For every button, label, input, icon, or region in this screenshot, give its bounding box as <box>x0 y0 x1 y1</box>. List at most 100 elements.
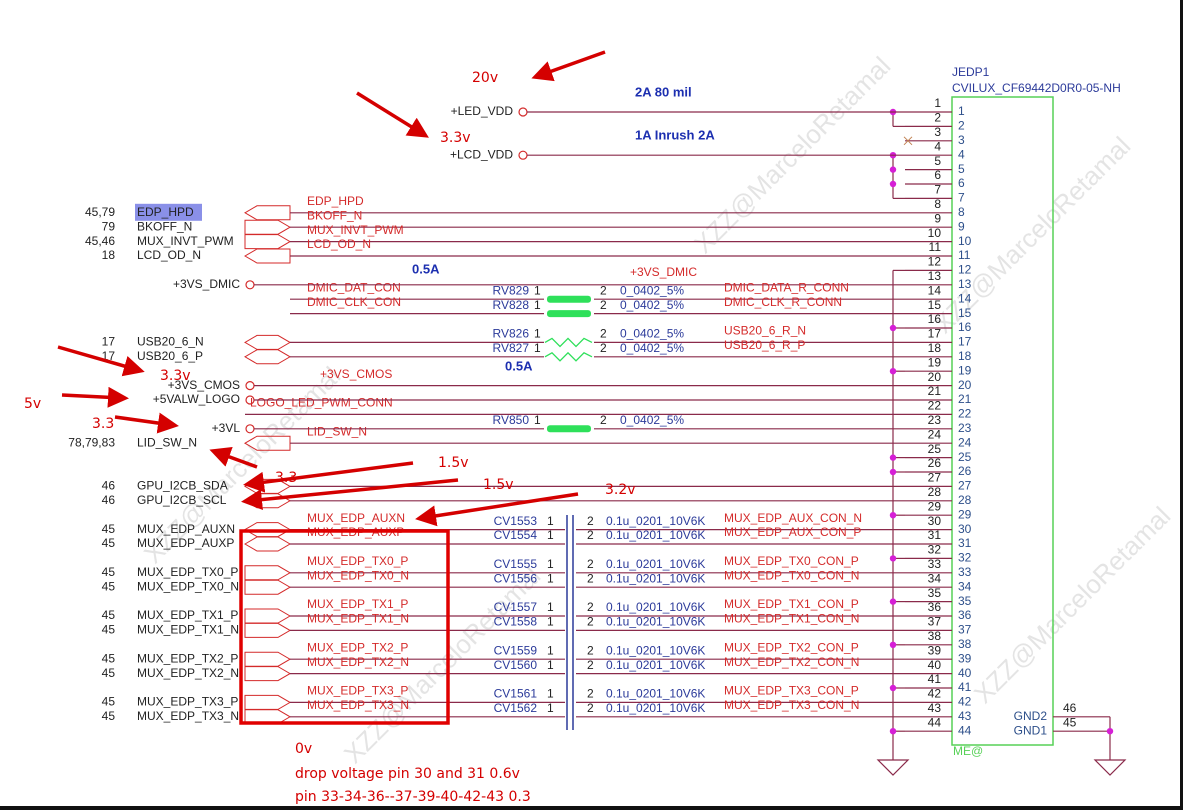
capacitor-gap <box>565 671 576 676</box>
sheet-reference: 45 <box>102 522 116 536</box>
resistor-body-icon <box>547 425 591 433</box>
sheet-reference: 45,79 <box>85 205 115 219</box>
junction-dot <box>889 555 897 562</box>
pin-number-inner: 38 <box>958 637 972 651</box>
capacitor-output-net: MUX_EDP_TX3_CON_N <box>724 698 859 712</box>
connector-body <box>951 96 1054 746</box>
net-name: GPU_I2CB_SDA <box>137 479 228 493</box>
pin-number-inner: 18 <box>958 349 972 363</box>
junction-dot <box>889 468 897 476</box>
capacitor-output-net: MUX_EDP_AUX_CON_P <box>724 525 861 539</box>
current-note: 0.5A <box>505 358 533 373</box>
junction-dot <box>889 512 897 519</box>
pin-number-inner: 30 <box>958 522 972 536</box>
pin-number-outer: 39 <box>928 643 942 657</box>
resistor-value: 0_0402_5% <box>620 283 684 297</box>
resistor-pin-1: 1 <box>534 413 541 427</box>
resistor-body-icon <box>547 295 591 303</box>
junction-dot <box>889 728 897 735</box>
pin-number-outer: 1 <box>934 96 941 110</box>
net-name: GPU_I2CB_SCL <box>137 493 227 507</box>
pin-number-outer: 44 <box>928 715 942 729</box>
pin-number-inner: 4 <box>958 147 965 161</box>
pin-number-inner: 33 <box>958 565 972 579</box>
pin-number-inner: 6 <box>958 176 965 190</box>
sheet-reference: 45 <box>102 623 116 637</box>
resistor-output-net: DMIC_DATA_R_CONN <box>724 280 849 294</box>
net-name: USB20_6_N <box>137 335 204 349</box>
capacitor-pin-1: 1 <box>547 557 554 571</box>
annotation-arrow <box>209 446 258 469</box>
pin-number-inner: 20 <box>958 378 972 392</box>
power-net-name: +LED_VDD <box>451 104 514 118</box>
pin-number-outer: 22 <box>928 399 942 413</box>
pin-number-outer: 10 <box>928 226 942 240</box>
sheet-reference: 45 <box>102 651 116 665</box>
net-label: DMIC_DAT_CON <box>307 280 401 294</box>
voltage-annotation: 0v <box>295 741 312 757</box>
annotation-arrow <box>57 345 145 377</box>
resistor-ref: RV829 <box>493 283 530 297</box>
junction-dot <box>1106 728 1114 735</box>
resistor-ref: RV850 <box>493 413 530 427</box>
net-label: MUX_INVT_PWM <box>307 223 404 237</box>
voltage-annotation: pin 33-34-36--37-39-40-42-43 0.3 <box>295 789 531 805</box>
resistor-body-icon <box>547 310 591 318</box>
ground-pin-name: GND1 <box>1014 723 1048 737</box>
capacitor-output-net: MUX_EDP_TX3_CON_P <box>724 684 859 698</box>
highlight-box <box>239 529 450 725</box>
pin-number-outer: 33 <box>928 557 942 571</box>
pin-number-inner: 42 <box>958 695 972 709</box>
capacitor-gap <box>565 527 576 532</box>
net-label: EDP_HPD <box>307 194 364 208</box>
junction-dot <box>889 324 897 332</box>
capacitor-pin-1: 1 <box>547 701 554 715</box>
pin-number-inner: 3 <box>958 133 965 147</box>
capacitor-pin-2: 2 <box>587 528 594 542</box>
power-port-icon <box>518 150 528 160</box>
no-connect-mark <box>903 136 913 146</box>
capacitor-gap <box>565 628 576 633</box>
annotation-arrow <box>243 461 414 493</box>
net-label: BKOFF_N <box>307 208 362 222</box>
sheet-reference: 46 <box>102 493 116 507</box>
pin-number-inner: 9 <box>958 219 965 233</box>
pin-number-outer: 43 <box>928 701 942 715</box>
pin-number-outer: 20 <box>928 370 942 384</box>
pin-number-inner: 17 <box>958 335 972 349</box>
pin-number-outer: 13 <box>928 269 942 283</box>
sheet-reference: 18 <box>102 248 116 262</box>
capacitor-pin-2: 2 <box>587 600 594 614</box>
port-out-icon <box>244 651 291 667</box>
capacitor-gap <box>565 700 576 705</box>
sheet-reference: 45 <box>102 579 116 593</box>
capacitor-value: 0.1u_0201_10V6K <box>606 658 705 672</box>
power-net-name: +5VALW_LOGO <box>153 392 240 406</box>
sheet-reference: 45,46 <box>85 234 115 248</box>
net-name: MUX_EDP_TX2_P <box>137 651 238 665</box>
net-highlight <box>135 203 202 221</box>
junction-dot <box>889 454 897 461</box>
capacitor-value: 0.1u_0201_10V6K <box>606 615 705 629</box>
port-bi-icon <box>244 536 291 552</box>
ground-symbol-icon <box>1093 759 1127 776</box>
junction-dot <box>889 598 897 605</box>
resistor-gap <box>544 353 594 360</box>
capacitor-ref: CV1560 <box>494 658 538 672</box>
port-bi-icon <box>244 334 291 350</box>
net-label: MUX_EDP_TX3_P <box>307 684 408 698</box>
port-in-icon <box>244 205 291 221</box>
net-name: MUX_INVT_PWM <box>137 234 234 248</box>
resistor-zigzag-icon <box>544 337 593 348</box>
capacitor-value: 0.1u_0201_10V6K <box>606 643 705 657</box>
pin-number-inner: 34 <box>958 579 972 593</box>
sheet-reference: 79 <box>102 219 116 233</box>
pin-number-outer: 7 <box>934 183 941 197</box>
net-name: MUX_EDP_TX1_N <box>137 623 239 637</box>
capacitor-output-net: MUX_EDP_TX1_CON_N <box>724 612 859 626</box>
pin-number-outer: 2 <box>934 111 941 125</box>
net-label: MUX_EDP_TX2_N <box>307 655 409 669</box>
resistor-output-net: DMIC_CLK_R_CONN <box>724 295 842 309</box>
sheet-reference: 45 <box>102 536 116 550</box>
pin-number-outer: 40 <box>928 658 942 672</box>
